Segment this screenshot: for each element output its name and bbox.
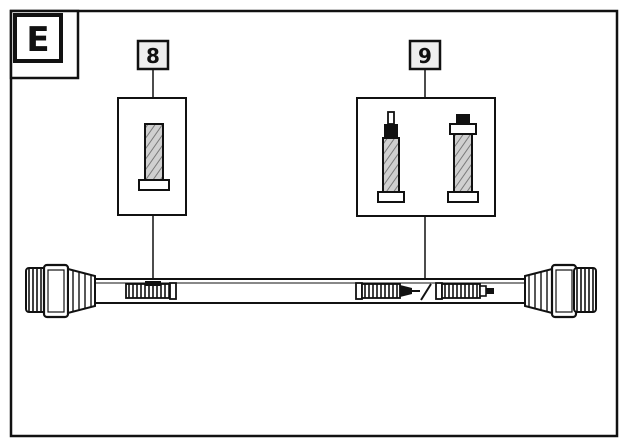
panel-letter: E <box>26 20 49 60</box>
callout-9: 9 <box>356 39 496 284</box>
left-end-connector <box>25 263 96 319</box>
callout-8-label: 8 <box>146 44 160 68</box>
tube-cartridge-9-right <box>435 282 494 300</box>
cartridge-detail <box>138 123 170 191</box>
cartridge-with-cap-detail <box>447 114 479 203</box>
callout-8: 8 <box>117 39 187 285</box>
panel-frame <box>9 9 619 438</box>
tube-cartridge-9-left <box>355 282 420 300</box>
callout-9-label-box <box>408 39 442 71</box>
tube-assembly <box>25 263 597 319</box>
right-end-connector <box>524 263 597 319</box>
callout-9-label: 9 <box>418 44 432 68</box>
panel-letter-tab: E <box>9 9 80 80</box>
cartridge-with-nozzle-detail <box>377 111 405 203</box>
tube-cartridge-8 <box>125 281 177 300</box>
